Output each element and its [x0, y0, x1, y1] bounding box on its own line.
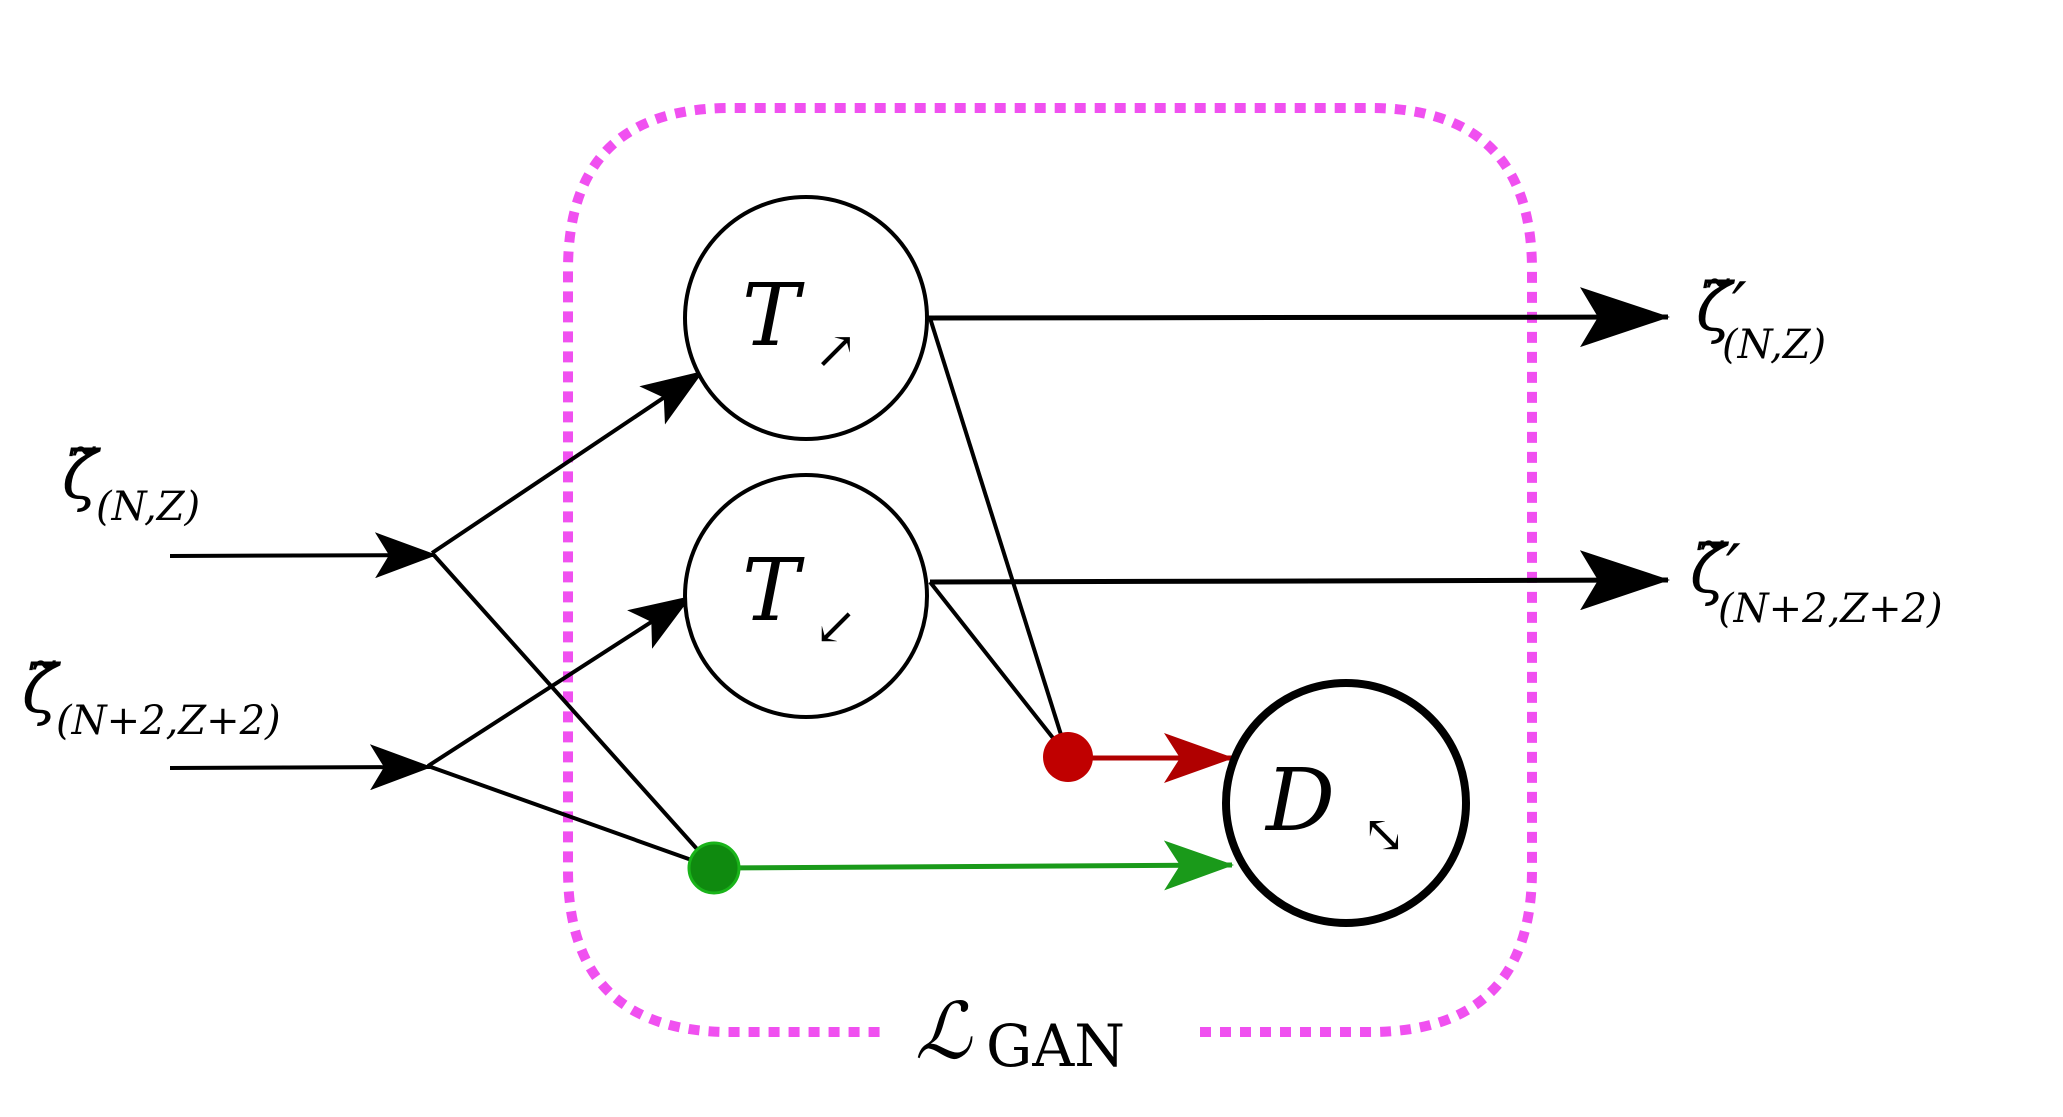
disc-label: D: [1264, 751, 1335, 851]
top-to-real-dot-edge: [430, 551, 716, 870]
t-down-subscript: ↙: [814, 597, 858, 657]
t-up-subscript: ↗: [814, 321, 858, 381]
tup-output-arrow: [924, 287, 1670, 348]
gan-label-gap: [880, 1005, 1200, 1065]
t-up-label: T: [742, 266, 805, 366]
top-to-tup-edge: [430, 370, 704, 555]
disc-subscript: ⤡: [1362, 805, 1406, 865]
input-bottom-arrow: [169, 744, 432, 791]
tdown-to-fake-dot-edge: [928, 580, 1070, 759]
real-to-disc-arrow: [713, 840, 1234, 891]
tdown-output-arrow: [929, 550, 1670, 611]
t-up-node: [683, 195, 929, 441]
output-bottom-symbol: ζ̃′: [1690, 531, 1741, 608]
input-bottom-subscript: (N+2,Z+2): [56, 698, 281, 744]
input-bottom-symbol: ζ̃: [22, 651, 62, 728]
input-top-subscript: (N,Z): [96, 484, 200, 530]
input-top-arrow: [169, 532, 437, 579]
output-top-symbol: ζ̃′: [1696, 269, 1747, 346]
t-down-label: T: [742, 541, 805, 641]
fake-sample-dot: [1043, 732, 1093, 782]
gan-loss-symbol: ℒ: [915, 987, 973, 1077]
output-bottom-subscript: (N+2,Z+2): [1718, 586, 1943, 632]
bottom-to-real-dot-edge: [427, 764, 715, 870]
real-sample-dot: [687, 841, 741, 895]
gan-loss-subscript: GAN: [986, 1012, 1125, 1080]
gan-loss-box: [563, 103, 1537, 1037]
discriminator-node: [1222, 679, 1470, 927]
input-top-symbol: ζ̃: [62, 437, 102, 514]
output-top-subscript: (N,Z): [1722, 322, 1826, 368]
tup-to-fake-dot-edge: [928, 317, 1070, 758]
bottom-to-tdown-edge: [426, 595, 692, 768]
t-down-node: [683, 473, 929, 719]
